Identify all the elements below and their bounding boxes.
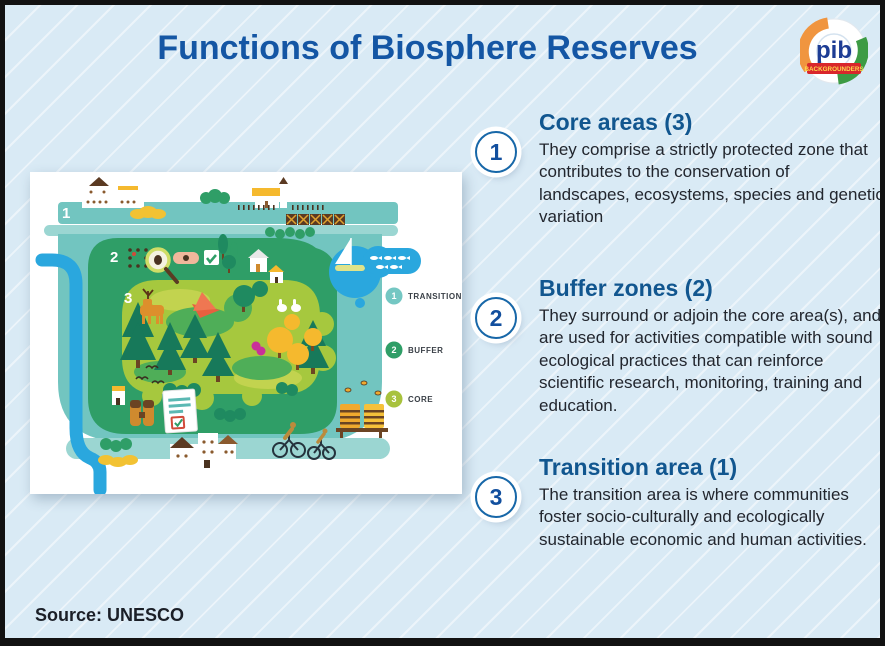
butterfly [251,341,266,356]
pib-logo: pib BACKGROUNDERS [797,13,869,93]
section-2-number-badge: 2 [475,297,517,339]
section-1-number: 1 [489,138,503,165]
section-1-number-badge: 1 [475,131,517,173]
checkbox-icon [204,250,219,265]
section-1-heading: Core areas (3) [539,109,693,135]
river [35,253,107,497]
fish-badge [363,248,421,274]
section-core-areas: 1 Core areas (3) They comprise a strictl… [467,109,884,229]
svg-text:TRANSITION: TRANSITION [408,292,462,301]
zone-label-buffer: 2 [110,249,118,266]
bottom-bushes [98,438,138,467]
buffer-small-trees [218,234,238,273]
section-transition-area: 3 Transition area (1) The transition are… [467,454,880,551]
section-3-body: The transition area is where communities… [539,485,867,549]
bees [344,380,382,396]
magnifier-icon [145,247,179,284]
section-buffer-zones: 2 Buffer zones (2) They surround or adjo… [467,275,882,417]
section-2-number: 2 [489,304,503,331]
map-legend: 1 TRANSITION 2 BUFFER 3 CORE [385,287,462,408]
top-yellow-bush [130,206,166,219]
zone-label-core: 3 [124,290,132,307]
pib-logo-banner: BACKGROUNDERS [804,66,863,73]
section-3-heading: Transition area (1) [539,454,738,480]
sailboat [335,238,365,271]
svg-text:1: 1 [391,291,396,301]
small-birds [135,365,165,385]
section-2-heading: Buffer zones (2) [539,275,713,301]
buffer-bush-row [214,408,246,422]
zone-label-transition: 1 [62,205,70,222]
legend-item-transition: 1 TRANSITION [385,287,462,305]
beehives [336,404,388,438]
pib-logo-text: pib [816,37,852,64]
eagle [192,292,220,318]
buffer-houses [248,249,284,283]
svg-text:3: 3 [391,394,396,404]
section-2-body: They surround or adjoin the core area(s)… [539,306,882,415]
section-3-circle: 3 [467,454,525,551]
section-2-circle: 2 [467,275,525,417]
deer [140,288,164,324]
church [252,177,288,208]
svg-text:BUFFER: BUFFER [408,346,443,355]
section-3-number: 3 [489,483,503,510]
bottom-village [170,433,238,468]
ranger-hut [112,386,125,405]
forest-trees [120,281,329,382]
svg-text:2: 2 [391,345,396,355]
pib-logo-icon: pib BACKGROUNDERS [797,17,869,85]
top-green-bushes [200,189,230,204]
legend-item-buffer: 2 BUFFER [385,341,443,359]
biosphere-map-illustration: 1 2 3 1 TRANSITION 2 BUFFER 3 CORE [35,177,462,497]
rabbits [277,299,301,312]
section-3-number-badge: 3 [475,476,517,518]
legend-item-core: 3 CORE [385,390,433,408]
top-village [82,177,144,208]
vineyard-boxes [286,214,345,225]
biosphere-map-card: 1 2 3 1 TRANSITION 2 BUFFER 3 CORE [30,172,462,497]
svg-text:CORE: CORE [408,395,433,404]
section-1-body: They comprise a strictly protected zone … [539,140,884,227]
road-bushes [265,227,315,239]
section-1-circle: 1 [467,109,525,229]
cyclists [272,422,336,460]
banner-ribbon [807,63,861,74]
flag-saffron-arc [797,17,830,73]
fence-posts [238,205,324,210]
hand-icon [173,252,199,264]
page-title: Functions of Biosphere Reserves [157,29,698,67]
checklist-clipboard [162,388,198,434]
source-text: Source: UNESCO [35,605,185,625]
binoculars-icon [130,400,154,426]
